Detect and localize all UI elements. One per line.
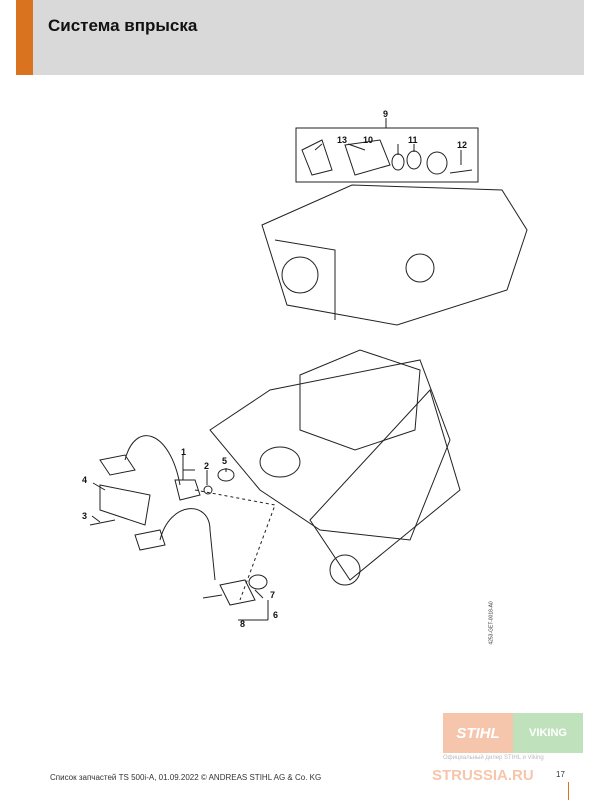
kit-parts	[301, 139, 473, 176]
callout-10: 10	[363, 135, 373, 145]
callout-13: 13	[337, 135, 347, 145]
kit-box	[295, 127, 479, 183]
stihl-logo: STIHL	[443, 713, 513, 753]
watermark-site: STRUSSIA.RU	[432, 767, 534, 784]
callout-8: 8	[240, 619, 245, 629]
header-accent-bar	[16, 0, 33, 75]
viking-logo: VIKING	[513, 713, 583, 753]
page-title: Система впрыска	[48, 16, 198, 35]
watermark-logo: STIHL VIKING	[443, 713, 583, 753]
drawing-code: 4253-GET-0018-A0	[488, 601, 495, 645]
callout-11: 11	[408, 135, 418, 145]
callout-2: 2	[204, 461, 209, 471]
callout-4: 4	[82, 475, 87, 485]
page-marker-line	[568, 782, 569, 800]
header-band	[16, 0, 584, 75]
callout-1: 1	[181, 447, 186, 457]
footer-text: Список запчастей TS 500i-A, 01.09.2022 ©…	[50, 773, 322, 782]
engine-housing	[209, 184, 528, 586]
callout-5: 5	[222, 456, 227, 466]
leader-lines	[91, 143, 462, 621]
callout-labels: 1 2 3 4 5 6 7 8 9 10 11 12 13	[82, 109, 467, 629]
page-number: 17	[556, 770, 565, 779]
callout-6: 6	[273, 610, 278, 620]
callout-9: 9	[383, 109, 388, 119]
callout-3: 3	[82, 511, 87, 521]
dealer-text: Официальный дилер STIHL и Viking	[443, 755, 544, 761]
callout-12: 12	[457, 140, 467, 150]
callout-7: 7	[270, 590, 275, 600]
